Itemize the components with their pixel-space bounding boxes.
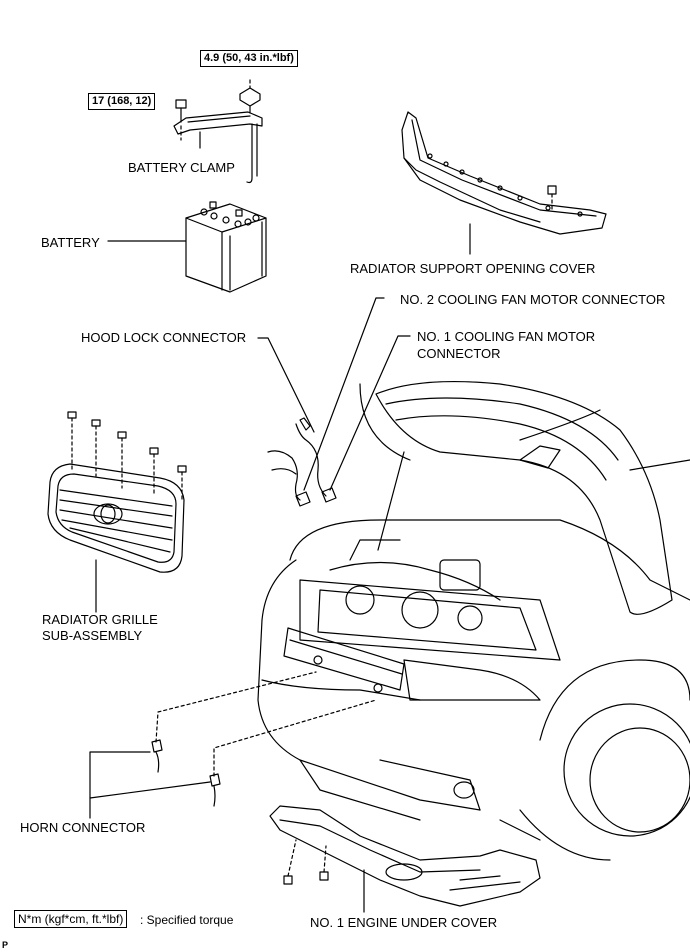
- vehicle-illustration: [257, 380, 690, 861]
- corner-mark: P: [2, 940, 9, 950]
- engine-under-cover-illustration: [269, 805, 541, 913]
- label-radiator-grille-line2: SUB-ASSEMBLY: [42, 628, 143, 643]
- label-battery: BATTERY: [41, 235, 100, 250]
- label-no1-cooling-fan-motor-connector-line2: CONNECTOR: [417, 346, 501, 361]
- radiator-support-cover-illustration: [401, 111, 607, 255]
- legend-description: : Specified torque: [140, 913, 234, 927]
- label-no1-engine-under-cover: NO. 1 ENGINE UNDER COVER: [310, 915, 498, 930]
- battery-illustration: [107, 201, 267, 293]
- torque-box-clamp-nut: 4.9 (50, 43 in.*lbf): [200, 50, 298, 67]
- legend-torque-unit: N*m (kgf*cm, ft.*lbf): [14, 910, 128, 928]
- label-no2-cooling-fan-motor-connector: NO. 2 COOLING FAN MOTOR CONNECTOR: [400, 292, 666, 307]
- cooling-fan-connectors-illustration: [257, 297, 411, 507]
- radiator-grille-illustration: [47, 411, 187, 613]
- label-battery-clamp: BATTERY CLAMP: [128, 160, 235, 175]
- label-no1-cooling-fan-motor-connector: NO. 1 COOLING FAN MOTOR: [417, 329, 596, 344]
- horn-connectors-illustration: [89, 671, 377, 819]
- label-hood-lock-connector: HOOD LOCK CONNECTOR: [81, 330, 247, 345]
- label-radiator-grille: RADIATOR GRILLE: [42, 612, 158, 627]
- torque-box-clamp-bolt: 17 (168, 12): [88, 93, 156, 110]
- battery-clamp-illustration: [173, 79, 263, 184]
- label-radiator-support-opening-cover: RADIATOR SUPPORT OPENING COVER: [350, 261, 596, 276]
- label-horn-connector: HORN CONNECTOR: [20, 820, 146, 835]
